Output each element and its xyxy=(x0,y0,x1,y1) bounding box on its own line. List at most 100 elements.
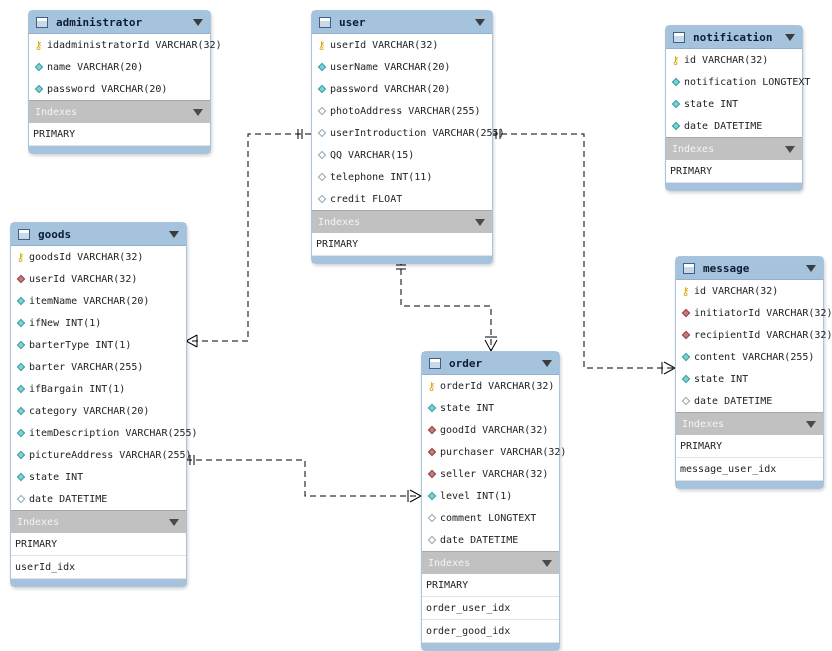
column-text: comment LONGTEXT xyxy=(440,512,537,524)
column-row[interactable]: ⚷orderId VARCHAR(32) xyxy=(422,375,559,397)
indexes-header[interactable]: Indexes xyxy=(676,412,823,435)
column-row[interactable]: ifNew INT(1) xyxy=(11,312,186,334)
column-row[interactable]: name VARCHAR(20) xyxy=(29,56,210,78)
column-row[interactable]: state INT xyxy=(666,93,802,115)
table-notification[interactable]: notification⚷id VARCHAR(32)notification … xyxy=(665,25,810,191)
diamond-shape xyxy=(671,99,680,109)
collapse-arrow-icon[interactable] xyxy=(542,360,552,367)
column-row[interactable]: date DATETIME xyxy=(422,529,559,551)
column-row[interactable]: level INT(1) xyxy=(422,485,559,507)
column-row[interactable]: comment LONGTEXT xyxy=(422,507,559,529)
table-footer xyxy=(422,643,559,650)
table-user[interactable]: user⚷userId VARCHAR(32)userName VARCHAR(… xyxy=(311,10,505,264)
table-name: administrator xyxy=(56,15,143,29)
index-row[interactable]: order_good_idx xyxy=(422,620,559,643)
table-administrator[interactable]: administrator ⚷idadministratorId VARCHAR(… xyxy=(28,10,222,154)
index-row[interactable]: PRIMARY xyxy=(422,574,559,597)
collapse-arrow-icon[interactable] xyxy=(193,19,203,26)
table-header[interactable]: order xyxy=(422,352,559,375)
table-message[interactable]: message⚷id VARCHAR(32)initiatorId VARCHA… xyxy=(675,256,832,489)
table-goods[interactable]: goods⚷goodsId VARCHAR(32)userId VARCHAR(… xyxy=(10,222,198,587)
collapse-arrow-icon[interactable] xyxy=(806,421,816,428)
collapse-arrow-icon[interactable] xyxy=(806,265,816,272)
relationship-user-goods xyxy=(186,133,311,342)
column-row[interactable]: initiatorId VARCHAR(32) xyxy=(676,302,832,324)
column-row[interactable]: content VARCHAR(255) xyxy=(676,346,823,368)
index-row[interactable]: PRIMARY xyxy=(676,435,823,458)
collapse-arrow-icon[interactable] xyxy=(475,219,485,226)
table-header[interactable]: goods xyxy=(11,223,186,246)
column-row[interactable]: recipientId VARCHAR(32) xyxy=(676,324,832,346)
column-row[interactable]: userIntroduction VARCHAR(255) xyxy=(312,122,505,144)
column-row[interactable]: ⚷id VARCHAR(32) xyxy=(666,49,802,71)
collapse-arrow-icon[interactable] xyxy=(785,146,795,153)
column-text: date DATETIME xyxy=(440,534,519,546)
collapse-arrow-icon[interactable] xyxy=(169,519,179,526)
column-row[interactable]: ⚷id VARCHAR(32) xyxy=(676,280,823,302)
indexes-header[interactable]: Indexes xyxy=(422,551,559,574)
indexes-header[interactable]: Indexes xyxy=(29,100,210,123)
index-row[interactable]: PRIMARY xyxy=(11,533,186,556)
index-row[interactable]: message_user_idx xyxy=(676,458,823,481)
diamond-shape xyxy=(681,396,690,406)
collapse-arrow-icon[interactable] xyxy=(475,19,485,26)
table-header[interactable]: message xyxy=(676,257,823,280)
column-row[interactable]: photoAddress VARCHAR(255) xyxy=(312,100,492,122)
column-row[interactable]: pictureAddress VARCHAR(255) xyxy=(11,444,192,466)
diamond-shape xyxy=(16,472,25,482)
collapse-arrow-icon[interactable] xyxy=(169,231,179,238)
column-row[interactable]: itemDescription VARCHAR(255) xyxy=(11,422,198,444)
collapse-arrow-icon[interactable] xyxy=(193,109,203,116)
column-row[interactable]: state INT xyxy=(422,397,559,419)
foreign-key-diamond-icon xyxy=(15,274,26,285)
primary-key-icon: ⚷ xyxy=(316,40,327,51)
index-row[interactable]: PRIMARY xyxy=(312,233,492,256)
table-footer xyxy=(666,183,802,190)
column-row[interactable]: telephone INT(11) xyxy=(312,166,492,188)
indexes-header[interactable]: Indexes xyxy=(312,210,492,233)
indexes-header[interactable]: Indexes xyxy=(11,510,186,533)
column-row[interactable]: ⚷userId VARCHAR(32) xyxy=(312,34,492,56)
column-row[interactable]: itemName VARCHAR(20) xyxy=(11,290,186,312)
column-row[interactable]: date DATETIME xyxy=(666,115,802,137)
column-row[interactable]: barterType INT(1) xyxy=(11,334,186,356)
column-row[interactable]: ⚷idadministratorId VARCHAR(32) xyxy=(29,34,221,56)
indexes-header[interactable]: Indexes xyxy=(666,137,802,160)
table-header[interactable]: user xyxy=(312,11,492,34)
index-row[interactable]: order_user_idx xyxy=(422,597,559,620)
column-row[interactable]: ifBargain INT(1) xyxy=(11,378,186,400)
column-row[interactable]: purchaser VARCHAR(32) xyxy=(422,441,566,463)
collapse-arrow-icon[interactable] xyxy=(785,34,795,41)
column-row[interactable]: QQ VARCHAR(15) xyxy=(312,144,492,166)
foreign-key-diamond-icon xyxy=(426,447,437,458)
column-row[interactable]: password VARCHAR(20) xyxy=(29,78,210,100)
column-row[interactable]: category VARCHAR(20) xyxy=(11,400,186,422)
table-header[interactable]: notification xyxy=(666,26,802,49)
index-row[interactable]: PRIMARY xyxy=(29,123,210,146)
index-row[interactable]: userId_idx xyxy=(11,556,186,579)
column-row[interactable]: userId VARCHAR(32) xyxy=(11,268,186,290)
column-row[interactable]: state INT xyxy=(676,368,823,390)
table-header[interactable]: administrator xyxy=(29,11,210,34)
key-glyph: ⚷ xyxy=(16,250,25,264)
index-row[interactable]: PRIMARY xyxy=(666,160,802,183)
column-row[interactable]: notification LONGTEXT xyxy=(666,71,810,93)
diamond-shape xyxy=(681,330,690,340)
column-row[interactable]: ⚷goodsId VARCHAR(32) xyxy=(11,246,186,268)
foreign-key-diamond-icon xyxy=(426,425,437,436)
column-text: ifBargain INT(1) xyxy=(29,383,126,395)
collapse-arrow-icon[interactable] xyxy=(542,560,552,567)
diamond-shape xyxy=(681,374,690,384)
diamond-shape xyxy=(427,491,436,501)
column-row[interactable]: credit FLOAT xyxy=(312,188,492,210)
column-row[interactable]: barter VARCHAR(255) xyxy=(11,356,186,378)
column-row[interactable]: seller VARCHAR(32) xyxy=(422,463,559,485)
column-row[interactable]: date DATETIME xyxy=(11,488,186,510)
primary-key-icon: ⚷ xyxy=(426,381,437,392)
column-row[interactable]: goodId VARCHAR(32) xyxy=(422,419,559,441)
column-row[interactable]: userName VARCHAR(20) xyxy=(312,56,492,78)
column-row[interactable]: state INT xyxy=(11,466,186,488)
column-row[interactable]: password VARCHAR(20) xyxy=(312,78,492,100)
column-row[interactable]: date DATETIME xyxy=(676,390,823,412)
